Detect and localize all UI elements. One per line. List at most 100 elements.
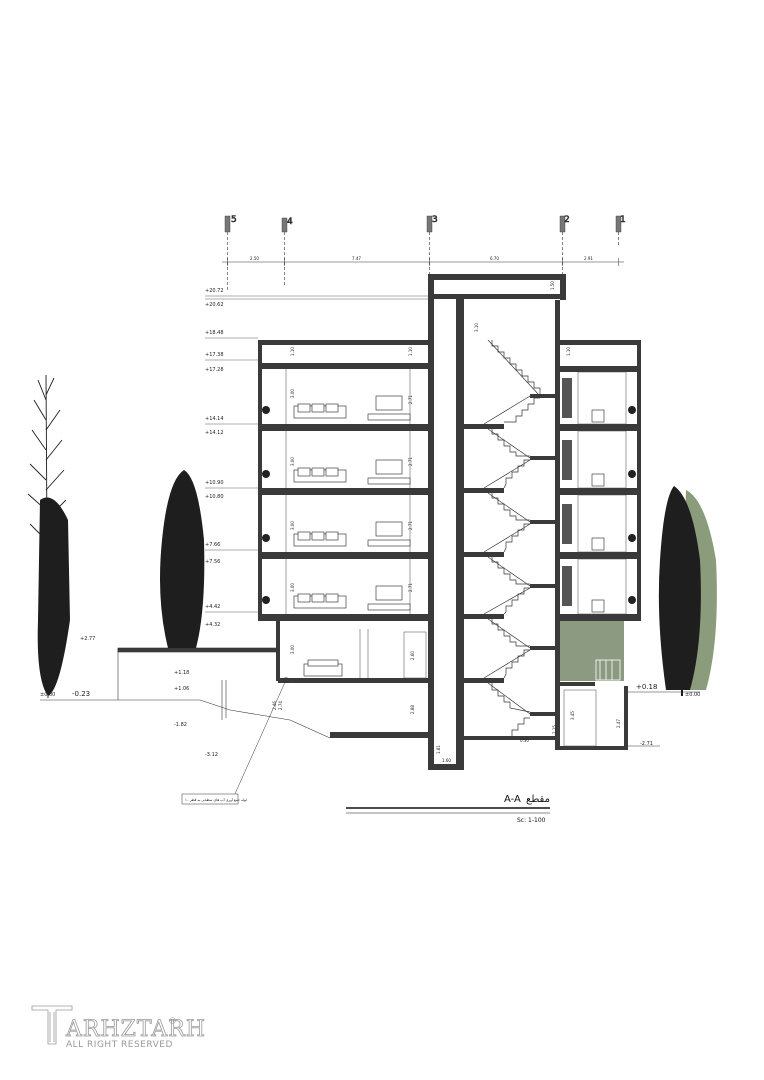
slab xyxy=(258,552,430,559)
basement-floor xyxy=(555,746,627,750)
stair-base xyxy=(464,736,556,740)
level-label: +18.48 xyxy=(205,330,224,336)
dim-label: 0.30 xyxy=(520,738,529,743)
level-label: +2.77 xyxy=(80,636,95,642)
dim-label: 3.00 xyxy=(290,645,295,654)
level-label: +4.42 xyxy=(205,604,220,610)
parapet xyxy=(258,340,262,366)
dim-label: 2.88 xyxy=(410,705,415,714)
dim-label: 2.71 xyxy=(408,457,413,466)
span-dimension-line: 2.50 7.47 6.70 2.91 xyxy=(222,256,624,266)
dim-label: 1.10 xyxy=(290,347,295,356)
dim-label: 2.71 xyxy=(408,521,413,530)
dim-label: 2.60 xyxy=(410,651,415,660)
dim-label: 3.00 xyxy=(290,389,295,398)
level-marker: +10.90 +10.80 xyxy=(205,480,258,500)
watermark-logo: ARHZTARH ® ALL RIGHT RESERVED xyxy=(31,1005,206,1050)
slab xyxy=(555,614,641,621)
stair-landing xyxy=(464,424,504,429)
stair-landing xyxy=(464,488,504,493)
level-label: +0.18 xyxy=(636,683,657,691)
core-roof xyxy=(428,274,566,280)
note-text: لوله جمع آوری آب های سطحی به قطر ۱۰ xyxy=(185,798,247,802)
level-label: +17.38 xyxy=(205,352,224,358)
level-label: +7.66 xyxy=(205,542,220,548)
grid-label-2: 2 xyxy=(564,215,570,225)
furniture xyxy=(293,395,605,677)
chair-icon xyxy=(591,473,605,487)
balcony-plants xyxy=(262,378,636,606)
vase-icon xyxy=(562,566,572,606)
dim-label: 1.10 xyxy=(566,347,571,356)
stair-landing xyxy=(530,712,556,716)
grid-label-4: 4 xyxy=(287,217,293,227)
stair-landing xyxy=(530,520,556,524)
dim-label: 2.71 xyxy=(408,583,413,592)
core-wall xyxy=(428,274,434,770)
grid-label-3: 3 xyxy=(432,215,438,225)
level-sub-label: +10.80 xyxy=(205,494,224,500)
chair-icon xyxy=(591,409,605,423)
sofa-icon xyxy=(293,403,347,419)
stair-landing xyxy=(530,456,556,460)
grid-axis-1: 1 xyxy=(615,215,626,246)
slab xyxy=(555,366,641,372)
span-label-4: 2.91 xyxy=(584,256,593,261)
level-sub-label: +14.12 xyxy=(205,430,224,436)
core-wall xyxy=(560,274,566,300)
stair-wall xyxy=(555,300,560,750)
sofa-icon xyxy=(293,467,347,483)
level-label: +10.90 xyxy=(205,480,224,486)
dim-label: 3.00 xyxy=(290,583,295,592)
dim-label: 1.10 xyxy=(408,347,413,356)
section-code: A-A xyxy=(504,794,521,805)
dim-label: 3.00 xyxy=(290,457,295,466)
plant-icon xyxy=(262,596,270,604)
roof-slab xyxy=(555,340,641,345)
dim-label: 2.15 xyxy=(552,725,557,734)
plant-icon xyxy=(628,470,636,478)
brand-name: ARHZTARH xyxy=(65,1017,206,1042)
plant-icon xyxy=(262,470,270,478)
tv-icon xyxy=(367,459,411,485)
grid-axis-4: 4 xyxy=(281,217,293,285)
roof-slab xyxy=(258,340,428,345)
grid-label-5: 5 xyxy=(231,215,237,225)
slab xyxy=(555,552,641,559)
level-label: -1.82 xyxy=(174,722,187,728)
plant-icon xyxy=(262,406,270,414)
level-marker: +20.72 +20.62 xyxy=(205,288,428,308)
level-label: -3.12 xyxy=(205,752,218,758)
grid-axis-2: 2 xyxy=(559,215,570,276)
level-markers: +20.72 +20.62 +18.48 +17.38 +17.28 +14.1… xyxy=(205,288,428,628)
dim-label: 3.10 xyxy=(474,323,479,332)
scale-label: Sc: 1-100 xyxy=(517,817,546,824)
stair-landing xyxy=(530,394,556,398)
level-sub-label: +7.56 xyxy=(205,559,220,565)
slab xyxy=(258,363,430,369)
dim-label: 1.60 xyxy=(442,758,451,763)
dim-label: 2.47 xyxy=(616,719,621,728)
grid-axes: 5 4 3 2 1 xyxy=(224,215,626,290)
dim-label: 3.45 xyxy=(570,711,575,720)
stair-landing xyxy=(464,552,504,557)
building-section xyxy=(258,274,641,770)
span-label-2: 7.47 xyxy=(352,256,361,261)
stair-landing xyxy=(530,584,556,588)
title-block: A-A مقطع Sc: 1-100 xyxy=(346,794,550,824)
level-marker: +14.14 +14.12 xyxy=(205,416,258,436)
dim-label: 1.81 xyxy=(436,745,441,754)
dim-label: 1.50 xyxy=(550,281,555,290)
facade-wall xyxy=(637,366,641,621)
shaft-steps xyxy=(595,659,621,681)
level-marker: +17.38 +17.28 xyxy=(205,352,258,373)
stair-landing xyxy=(530,646,556,650)
cypress-tree-icon xyxy=(37,497,70,696)
drain-note: لوله جمع آوری آب های سطحی به قطر ۱۰ xyxy=(181,677,289,805)
level-marker: +18.48 xyxy=(205,330,258,339)
logo-icon xyxy=(31,1005,73,1045)
slab xyxy=(258,488,430,495)
level-sub-label: +1.06 xyxy=(174,686,189,692)
interior-details xyxy=(285,369,627,747)
